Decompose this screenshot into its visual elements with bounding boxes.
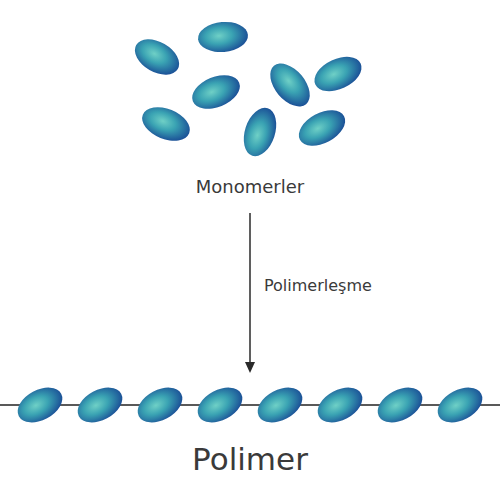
polymer-chain bbox=[0, 373, 500, 437]
process-arrow bbox=[245, 213, 255, 373]
polymer-group: Polimer bbox=[0, 373, 500, 488]
monomer-group: Monomerler bbox=[130, 15, 370, 213]
edge-label: Polimerleşme bbox=[264, 276, 372, 295]
node-label: Monomerler bbox=[196, 176, 304, 197]
node-label: Polimer bbox=[192, 441, 308, 477]
monomer-illustration bbox=[130, 15, 370, 170]
